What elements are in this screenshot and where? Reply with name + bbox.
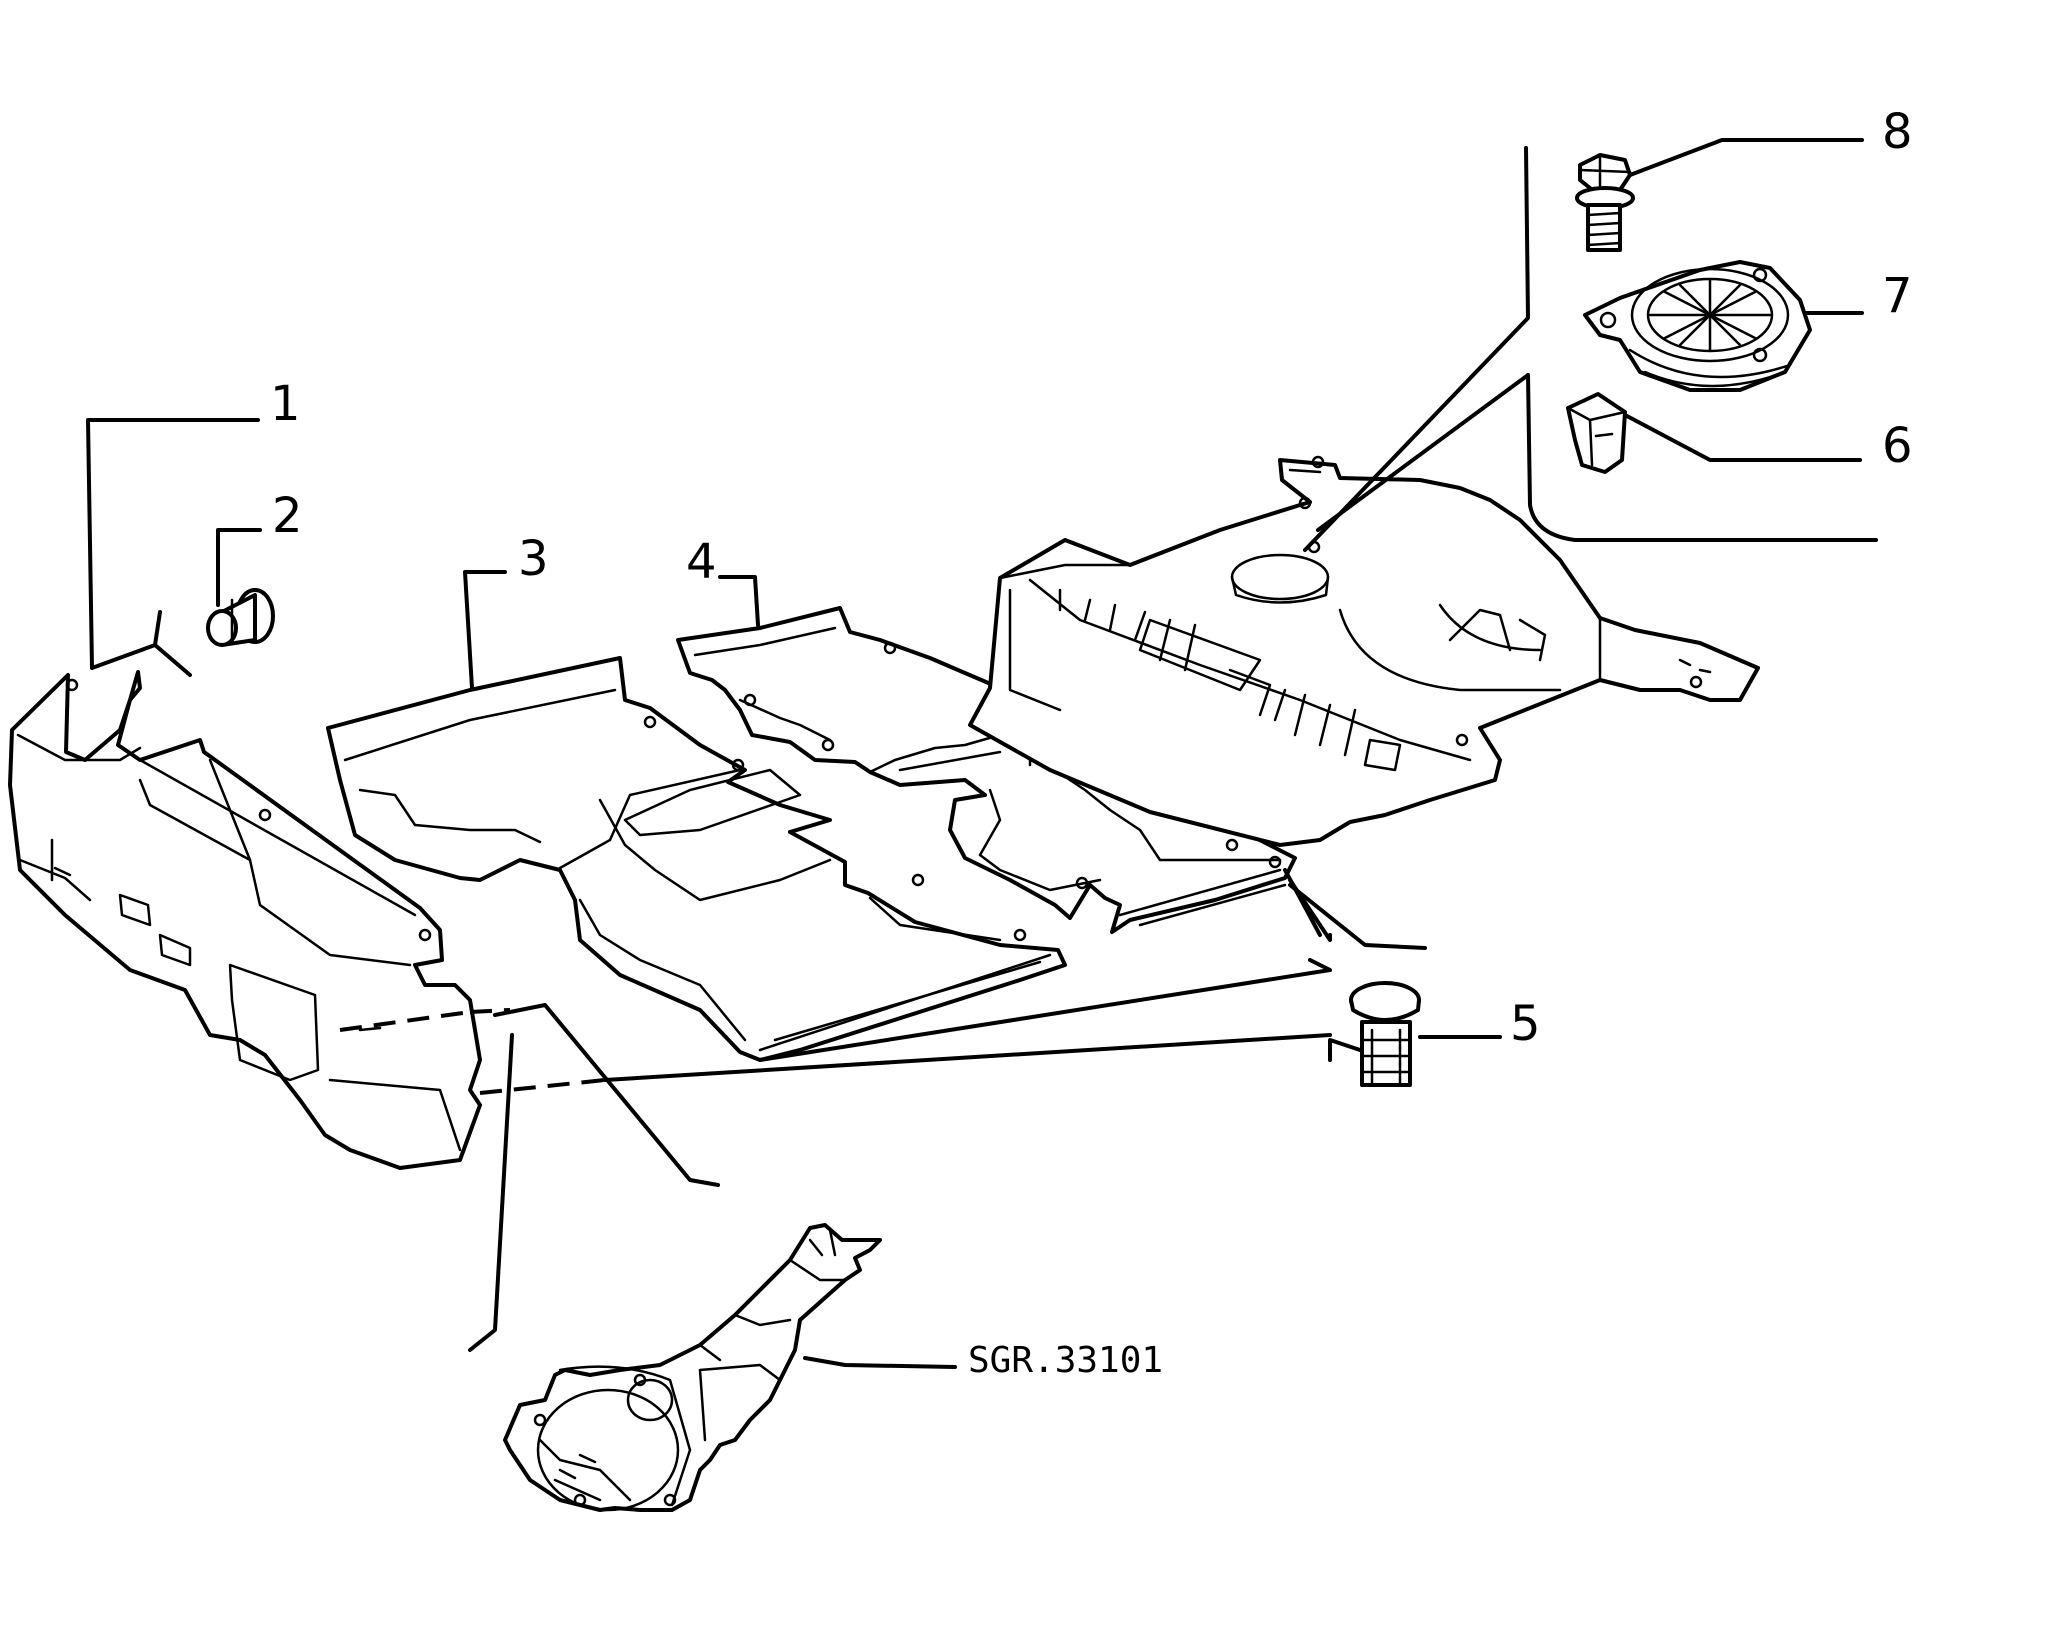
rear-floor-panel[interactable] [968,455,1760,847]
part-2-fastener[interactable] [206,588,275,647]
part-1-front-panel[interactable] [8,670,482,1170]
callout-8: 8 [1882,104,1913,160]
callout-6: 6 [1882,418,1913,474]
part-3-front-mat[interactable] [326,656,1067,1062]
callout-2: 2 [272,488,303,544]
callout-1: 1 [270,376,301,432]
part-5-clip[interactable] [1349,981,1421,1087]
callout-3: 3 [518,531,549,587]
part-6-nut[interactable] [1566,392,1627,474]
callout-labels: 1 2 3 4 5 6 7 8 SGR.33101 [270,104,1913,1381]
part-8-bolt[interactable] [1575,153,1635,252]
callout-7: 7 [1882,268,1913,324]
front-side-rail-assembly[interactable] [503,1223,882,1512]
callout-5: 5 [1510,996,1541,1052]
leader-lines [86,138,1878,1369]
part-7-mount[interactable] [1583,260,1812,392]
callout-4: 4 [686,534,717,590]
reference-code: SGR.33101 [968,1340,1163,1381]
